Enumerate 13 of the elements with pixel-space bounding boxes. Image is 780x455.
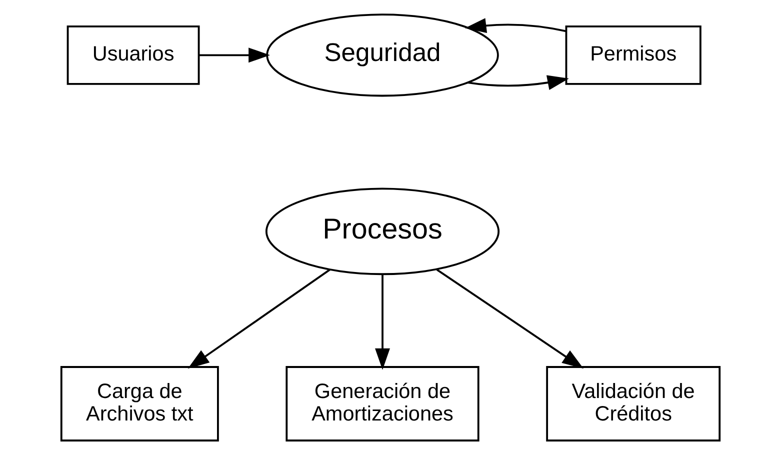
arrow — [436, 268, 584, 369]
node-ellipse: Seguridad — [266, 14, 498, 97]
node-box: Usuarios — [66, 25, 200, 85]
arrow — [467, 75, 568, 90]
node-ellipse: Procesos — [264, 188, 500, 276]
arrow — [374, 274, 390, 370]
arrow — [187, 268, 330, 369]
node-box: Generación de Amortizaciones — [285, 366, 479, 442]
node-box: Permisos — [564, 25, 701, 85]
node-box: Carga de Archivos txt — [60, 366, 218, 442]
arrow — [464, 18, 566, 33]
node-box: Validación de Créditos — [546, 366, 720, 442]
arrow — [198, 48, 270, 63]
